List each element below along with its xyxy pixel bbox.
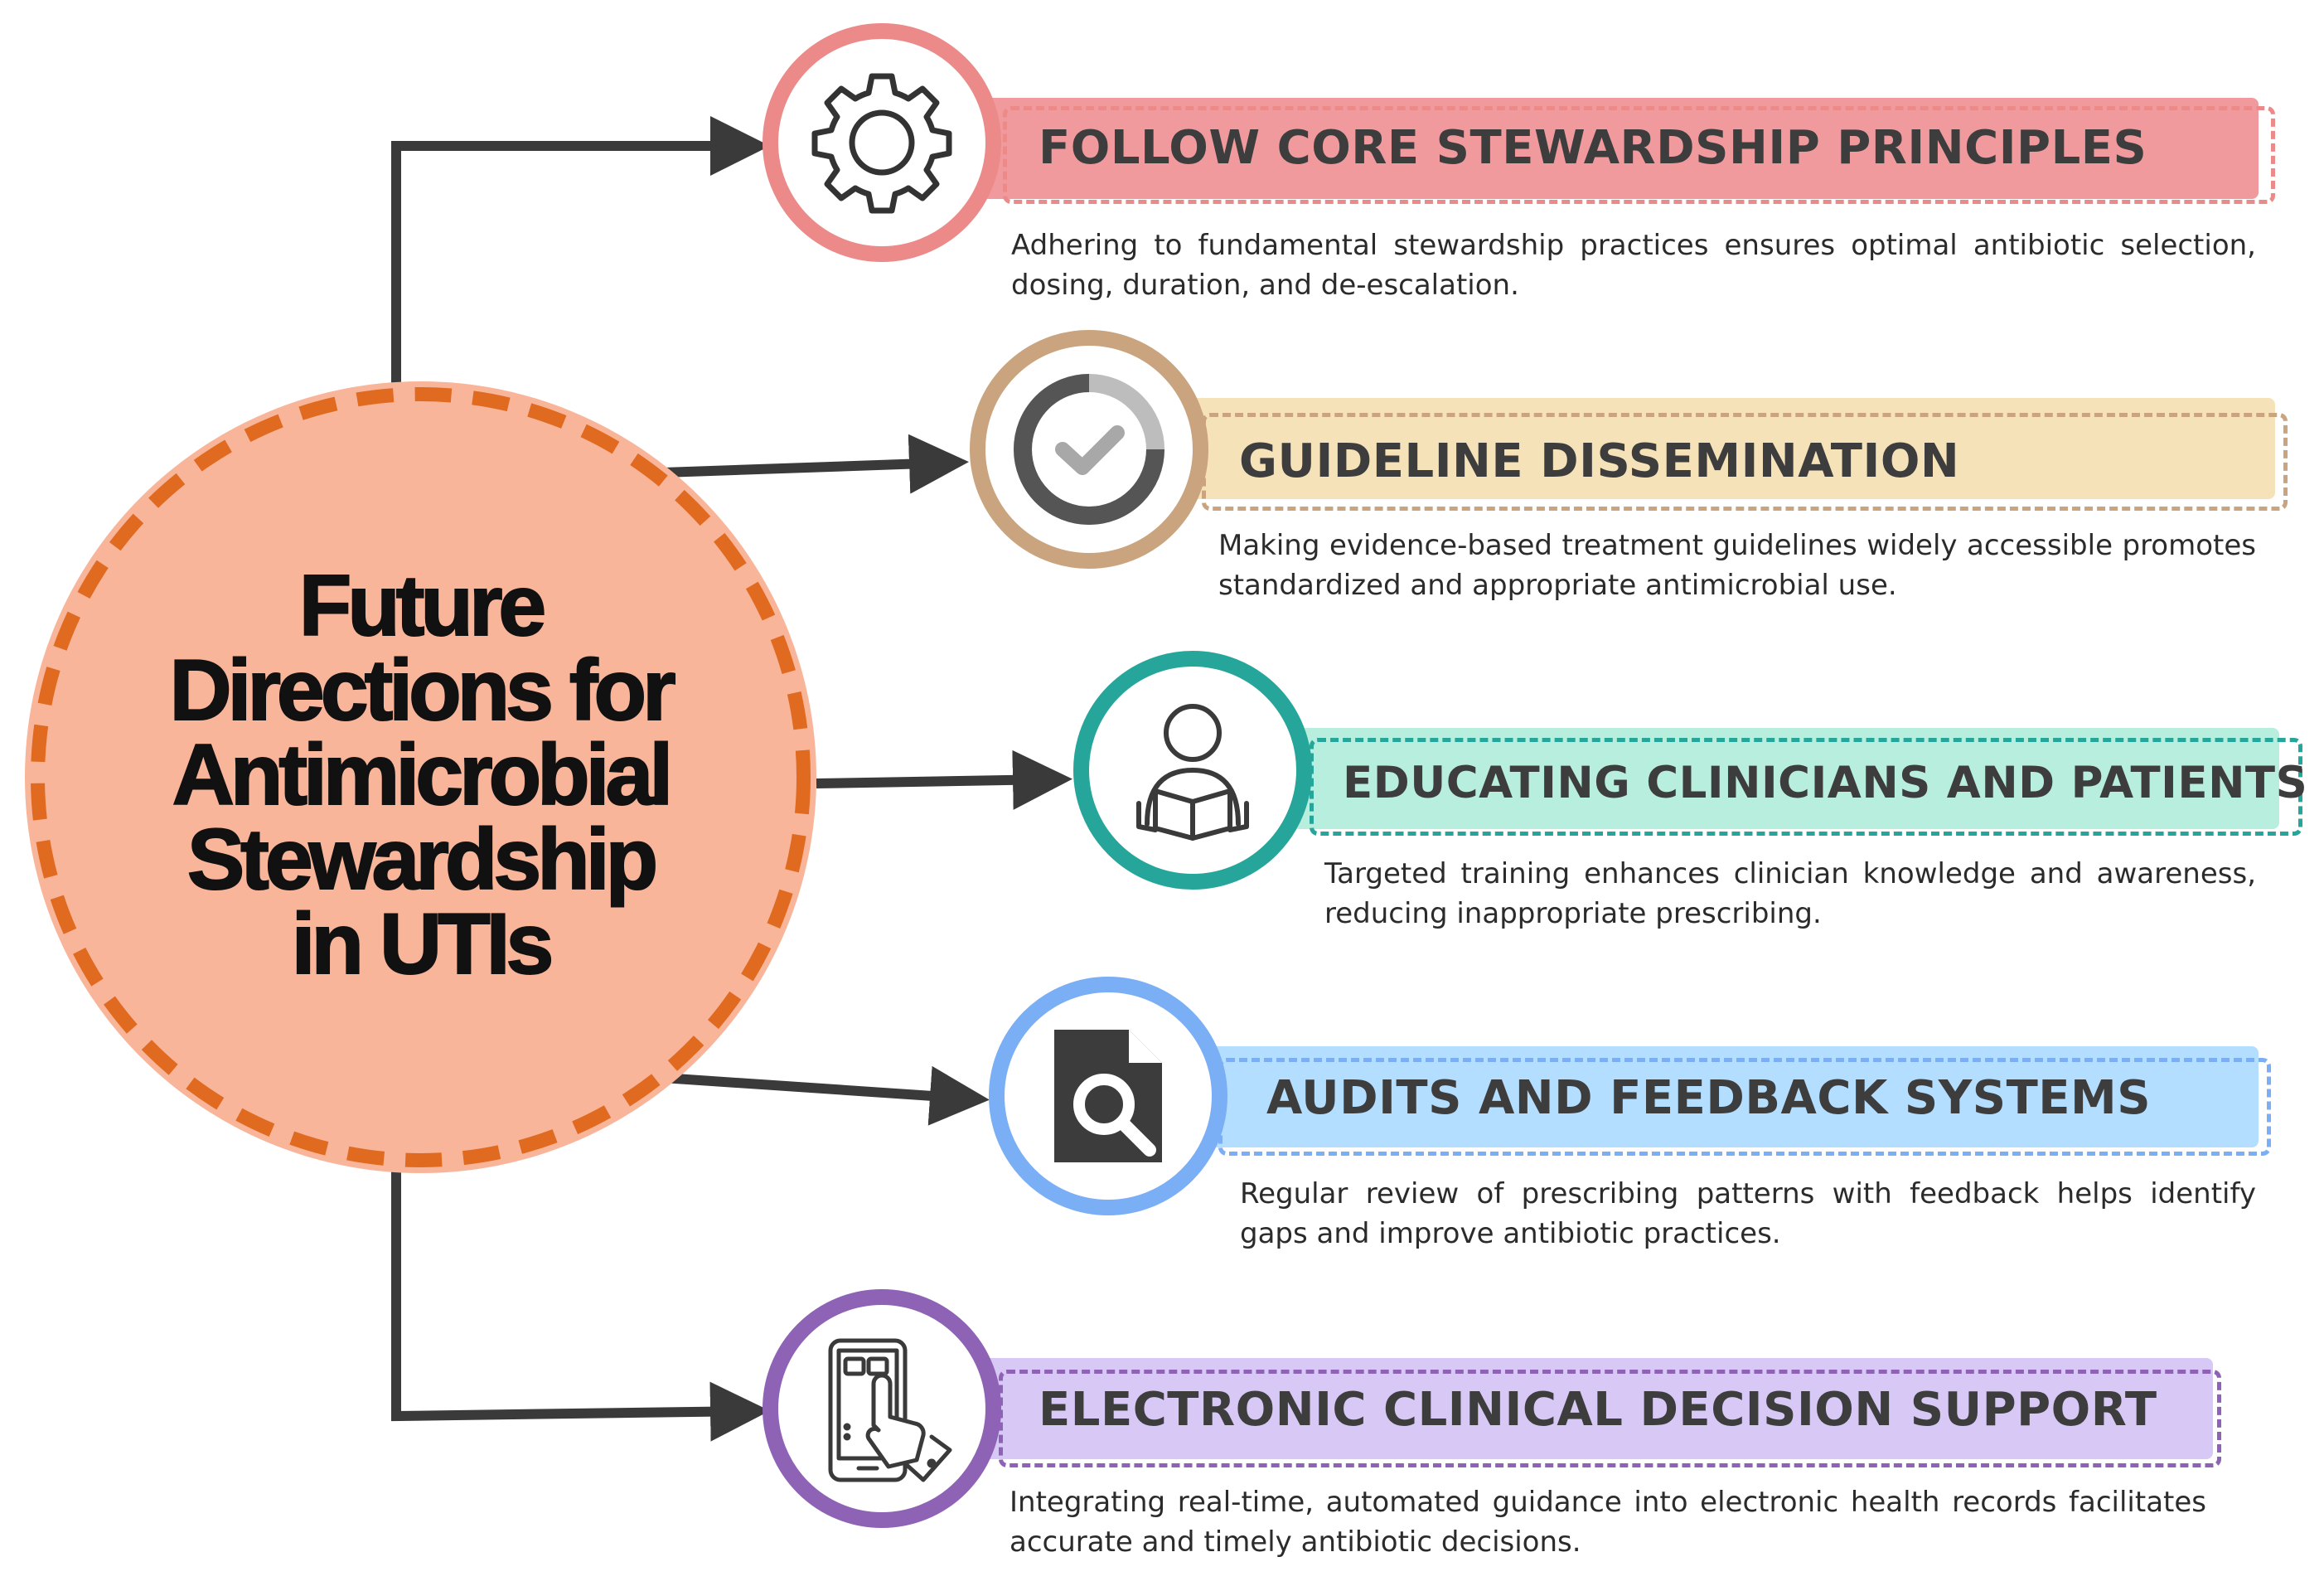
- person-reading-icon: [1136, 704, 1249, 841]
- item-description: Making evidence-based treatment guidelin…: [1218, 529, 2256, 602]
- item-title: AUDITS AND FEEDBACK SYSTEMS: [1266, 1071, 2152, 1125]
- document-search-icon: [1054, 1030, 1162, 1162]
- item-icon-badge: [763, 1289, 1001, 1528]
- gear-icon: [811, 73, 952, 214]
- item-title: EDUCATING CLINICIANS AND PATIENTS: [1343, 758, 2308, 808]
- central-title-line-5: in UTIs: [291, 896, 555, 992]
- hub-dashed-border: [31, 387, 811, 1167]
- connector-arrow-3: [816, 749, 1072, 810]
- central-title-line-3: Antimicrobial: [172, 727, 675, 823]
- item-title-band: [982, 98, 2259, 199]
- item-title: GUIDELINE DISSEMINATION: [1239, 434, 1960, 488]
- item-description: Regular review of prescribing patterns w…: [1240, 1177, 2256, 1250]
- item-icon-badge: [763, 23, 1001, 262]
- central-title-line-2: Directions for: [168, 643, 676, 739]
- connector-arrow-5: [391, 1169, 770, 1442]
- item-title: FOLLOW CORE STEWARDSHIP PRINCIPLES: [1039, 121, 2147, 175]
- connector-arrow-1: [391, 116, 770, 383]
- item-title-band: [1202, 1046, 2259, 1147]
- item-description: Integrating real-time, automated guidanc…: [1009, 1486, 2206, 1559]
- check-circle-icon: [1014, 374, 1164, 525]
- item-title-band: [982, 1358, 2213, 1459]
- item-title-band-outline: [1310, 738, 2302, 836]
- central-title: Future Directions for Antimicrobial Stew…: [50, 558, 792, 992]
- item-icon-badge: [970, 330, 1208, 569]
- item-title-band: [1293, 728, 2279, 829]
- item-title-band-outline: [999, 1370, 2221, 1467]
- connector-arrow-4: [662, 1065, 990, 1126]
- item-description: Adhering to fundamental stewardship prac…: [1011, 229, 2256, 302]
- item-description: Targeted training enhances clinician kno…: [1324, 857, 2256, 930]
- tablet-touch-icon: [828, 1338, 952, 1482]
- item-icon-badge: [989, 977, 1227, 1215]
- central-hub-circle: [25, 381, 816, 1173]
- item-title: ELECTRONIC CLINICAL DECISION SUPPORT: [1039, 1383, 2157, 1437]
- connector-arrow-2: [662, 434, 969, 494]
- central-title-line-1: Future: [298, 558, 548, 654]
- item-title-band-outline: [1003, 106, 2275, 204]
- item-icon-badge: [1073, 651, 1312, 890]
- central-title-line-4: Stewardship: [186, 812, 659, 908]
